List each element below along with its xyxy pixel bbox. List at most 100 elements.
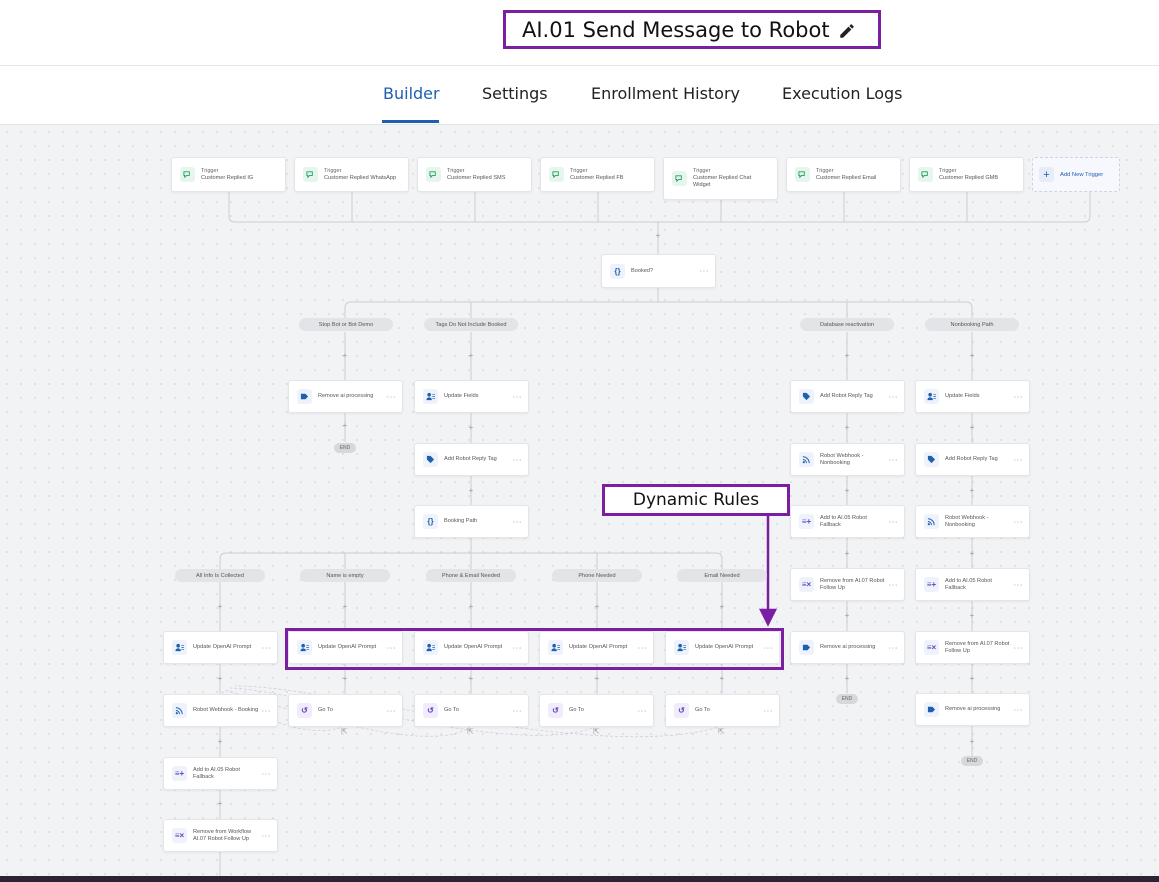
- add-step-plus[interactable]: +: [844, 423, 850, 432]
- add-step-plus[interactable]: +: [468, 423, 474, 432]
- action-node[interactable]: Update OpenAI Prompt ···: [665, 631, 780, 664]
- action-node[interactable]: Remove ai processing ···: [915, 693, 1030, 726]
- add-step-plus[interactable]: +: [969, 737, 975, 746]
- add-step-plus[interactable]: +: [844, 486, 850, 495]
- more-options-icon[interactable]: ···: [1013, 705, 1023, 714]
- action-node[interactable]: Update Fields ···: [915, 380, 1030, 413]
- add-step-plus[interactable]: +: [468, 674, 474, 683]
- add-step-plus[interactable]: +: [217, 737, 223, 746]
- add-step-plus[interactable]: +: [844, 611, 850, 620]
- goto-node[interactable]: ↺ Go To ···: [665, 694, 780, 727]
- action-node[interactable]: Update OpenAI Prompt ···: [163, 631, 278, 664]
- action-node[interactable]: ≡× Remove from AI.07 Robot Follow Up ···: [915, 631, 1030, 664]
- sub-branch-pill[interactable]: Phone & Email Needed: [426, 569, 516, 582]
- branch-pill[interactable]: Stop Bot or Bot Demo: [299, 318, 393, 331]
- sub-branch-pill[interactable]: Email Needed: [677, 569, 767, 582]
- condition-node-booking-path[interactable]: {} Booking Path ···: [414, 505, 529, 538]
- add-step-plus[interactable]: +: [468, 602, 474, 611]
- sub-branch-pill[interactable]: Phone Needed: [552, 569, 642, 582]
- more-options-icon[interactable]: ···: [261, 643, 271, 652]
- sub-branch-pill[interactable]: All Info Is Collected: [175, 569, 265, 582]
- add-step-plus[interactable]: +: [594, 602, 600, 611]
- more-options-icon[interactable]: ···: [512, 517, 522, 526]
- add-step-plus[interactable]: +: [719, 674, 725, 683]
- action-node[interactable]: ≡+ Add to AI.05 Robot Fallback ···: [915, 568, 1030, 601]
- add-step-plus[interactable]: +: [594, 674, 600, 683]
- more-options-icon[interactable]: ···: [261, 769, 271, 778]
- add-step-plus[interactable]: +: [969, 611, 975, 620]
- action-node[interactable]: Remove ai processing ···: [790, 631, 905, 664]
- action-node[interactable]: Update Fields ···: [414, 380, 529, 413]
- add-step-plus[interactable]: +: [844, 351, 850, 360]
- more-options-icon[interactable]: ···: [512, 392, 522, 401]
- tab-settings[interactable]: Settings: [482, 84, 548, 103]
- more-options-icon[interactable]: ···: [888, 580, 898, 589]
- goto-node[interactable]: ↺ Go To ···: [288, 694, 403, 727]
- add-step-plus[interactable]: +: [969, 674, 975, 683]
- more-options-icon[interactable]: ···: [763, 643, 773, 652]
- add-step-plus[interactable]: +: [217, 602, 223, 611]
- condition-node-booked[interactable]: {} Booked? ···: [601, 254, 716, 288]
- more-options-icon[interactable]: ···: [888, 517, 898, 526]
- branch-pill[interactable]: Database reactivation: [800, 318, 894, 331]
- action-node[interactable]: Update OpenAI Prompt ···: [539, 631, 654, 664]
- action-node[interactable]: Robot Webhook - Booking ···: [163, 694, 278, 727]
- more-options-icon[interactable]: ···: [261, 706, 271, 715]
- add-step-plus[interactable]: +: [969, 351, 975, 360]
- add-step-plus[interactable]: +: [844, 674, 850, 683]
- more-options-icon[interactable]: ···: [637, 706, 647, 715]
- goto-link-icon[interactable]: ⇱: [341, 727, 348, 736]
- goto-link-icon[interactable]: ⇱: [593, 727, 600, 736]
- more-options-icon[interactable]: ···: [699, 266, 709, 276]
- add-step-plus[interactable]: +: [342, 602, 348, 611]
- add-step-plus[interactable]: +: [844, 549, 850, 558]
- more-options-icon[interactable]: ···: [888, 392, 898, 401]
- workflow-title-box[interactable]: AI.01 Send Message to Robot: [503, 10, 881, 49]
- goto-node[interactable]: ↺ Go To ···: [414, 694, 529, 727]
- action-node[interactable]: Add Robot Reply Tag ···: [915, 443, 1030, 476]
- tab-builder[interactable]: Builder: [383, 84, 440, 103]
- action-node[interactable]: ≡+ Add to AI.05 Robot Fallback ···: [163, 757, 278, 790]
- more-options-icon[interactable]: ···: [386, 706, 396, 715]
- add-step-plus[interactable]: +: [719, 602, 725, 611]
- more-options-icon[interactable]: ···: [1013, 643, 1023, 652]
- add-step-plus[interactable]: +: [969, 486, 975, 495]
- more-options-icon[interactable]: ···: [1013, 517, 1023, 526]
- more-options-icon[interactable]: ···: [512, 643, 522, 652]
- more-options-icon[interactable]: ···: [512, 455, 522, 464]
- action-node[interactable]: Add Robot Reply Tag ···: [790, 380, 905, 413]
- tab-execution-logs[interactable]: Execution Logs: [782, 84, 903, 103]
- goto-link-icon[interactable]: ⇱: [718, 727, 725, 736]
- more-options-icon[interactable]: ···: [261, 831, 271, 840]
- action-node[interactable]: Remove ai processing ···: [288, 380, 403, 413]
- more-options-icon[interactable]: ···: [386, 392, 396, 401]
- workflow-canvas[interactable]: [0, 124, 1159, 877]
- action-node[interactable]: Update OpenAI Prompt ···: [414, 631, 529, 664]
- add-step-plus[interactable]: +: [342, 351, 348, 360]
- add-step-plus[interactable]: +: [217, 799, 223, 808]
- add-step-plus[interactable]: +: [468, 486, 474, 495]
- add-step-plus[interactable]: +: [342, 421, 348, 430]
- branch-pill[interactable]: Nonbooking Path: [925, 318, 1019, 331]
- add-step-plus[interactable]: +: [342, 674, 348, 683]
- action-node[interactable]: Update OpenAI Prompt ···: [288, 631, 403, 664]
- add-step-plus[interactable]: +: [969, 549, 975, 558]
- add-step-plus[interactable]: +: [217, 674, 223, 683]
- action-node[interactable]: ≡+ Add to AI.05 Robot Fallback ···: [790, 505, 905, 538]
- more-options-icon[interactable]: ···: [637, 643, 647, 652]
- add-step-plus[interactable]: +: [468, 351, 474, 360]
- action-node[interactable]: Add Robot Reply Tag ···: [414, 443, 529, 476]
- more-options-icon[interactable]: ···: [763, 706, 773, 715]
- more-options-icon[interactable]: ···: [1013, 392, 1023, 401]
- edit-pencil-icon[interactable]: [838, 22, 856, 40]
- more-options-icon[interactable]: ···: [386, 643, 396, 652]
- add-step-plus[interactable]: +: [655, 231, 661, 240]
- action-node[interactable]: ≡× Remove from AI.07 Robot Follow Up ···: [790, 568, 905, 601]
- action-node[interactable]: Robot Webhook - Nonbooking ···: [915, 505, 1030, 538]
